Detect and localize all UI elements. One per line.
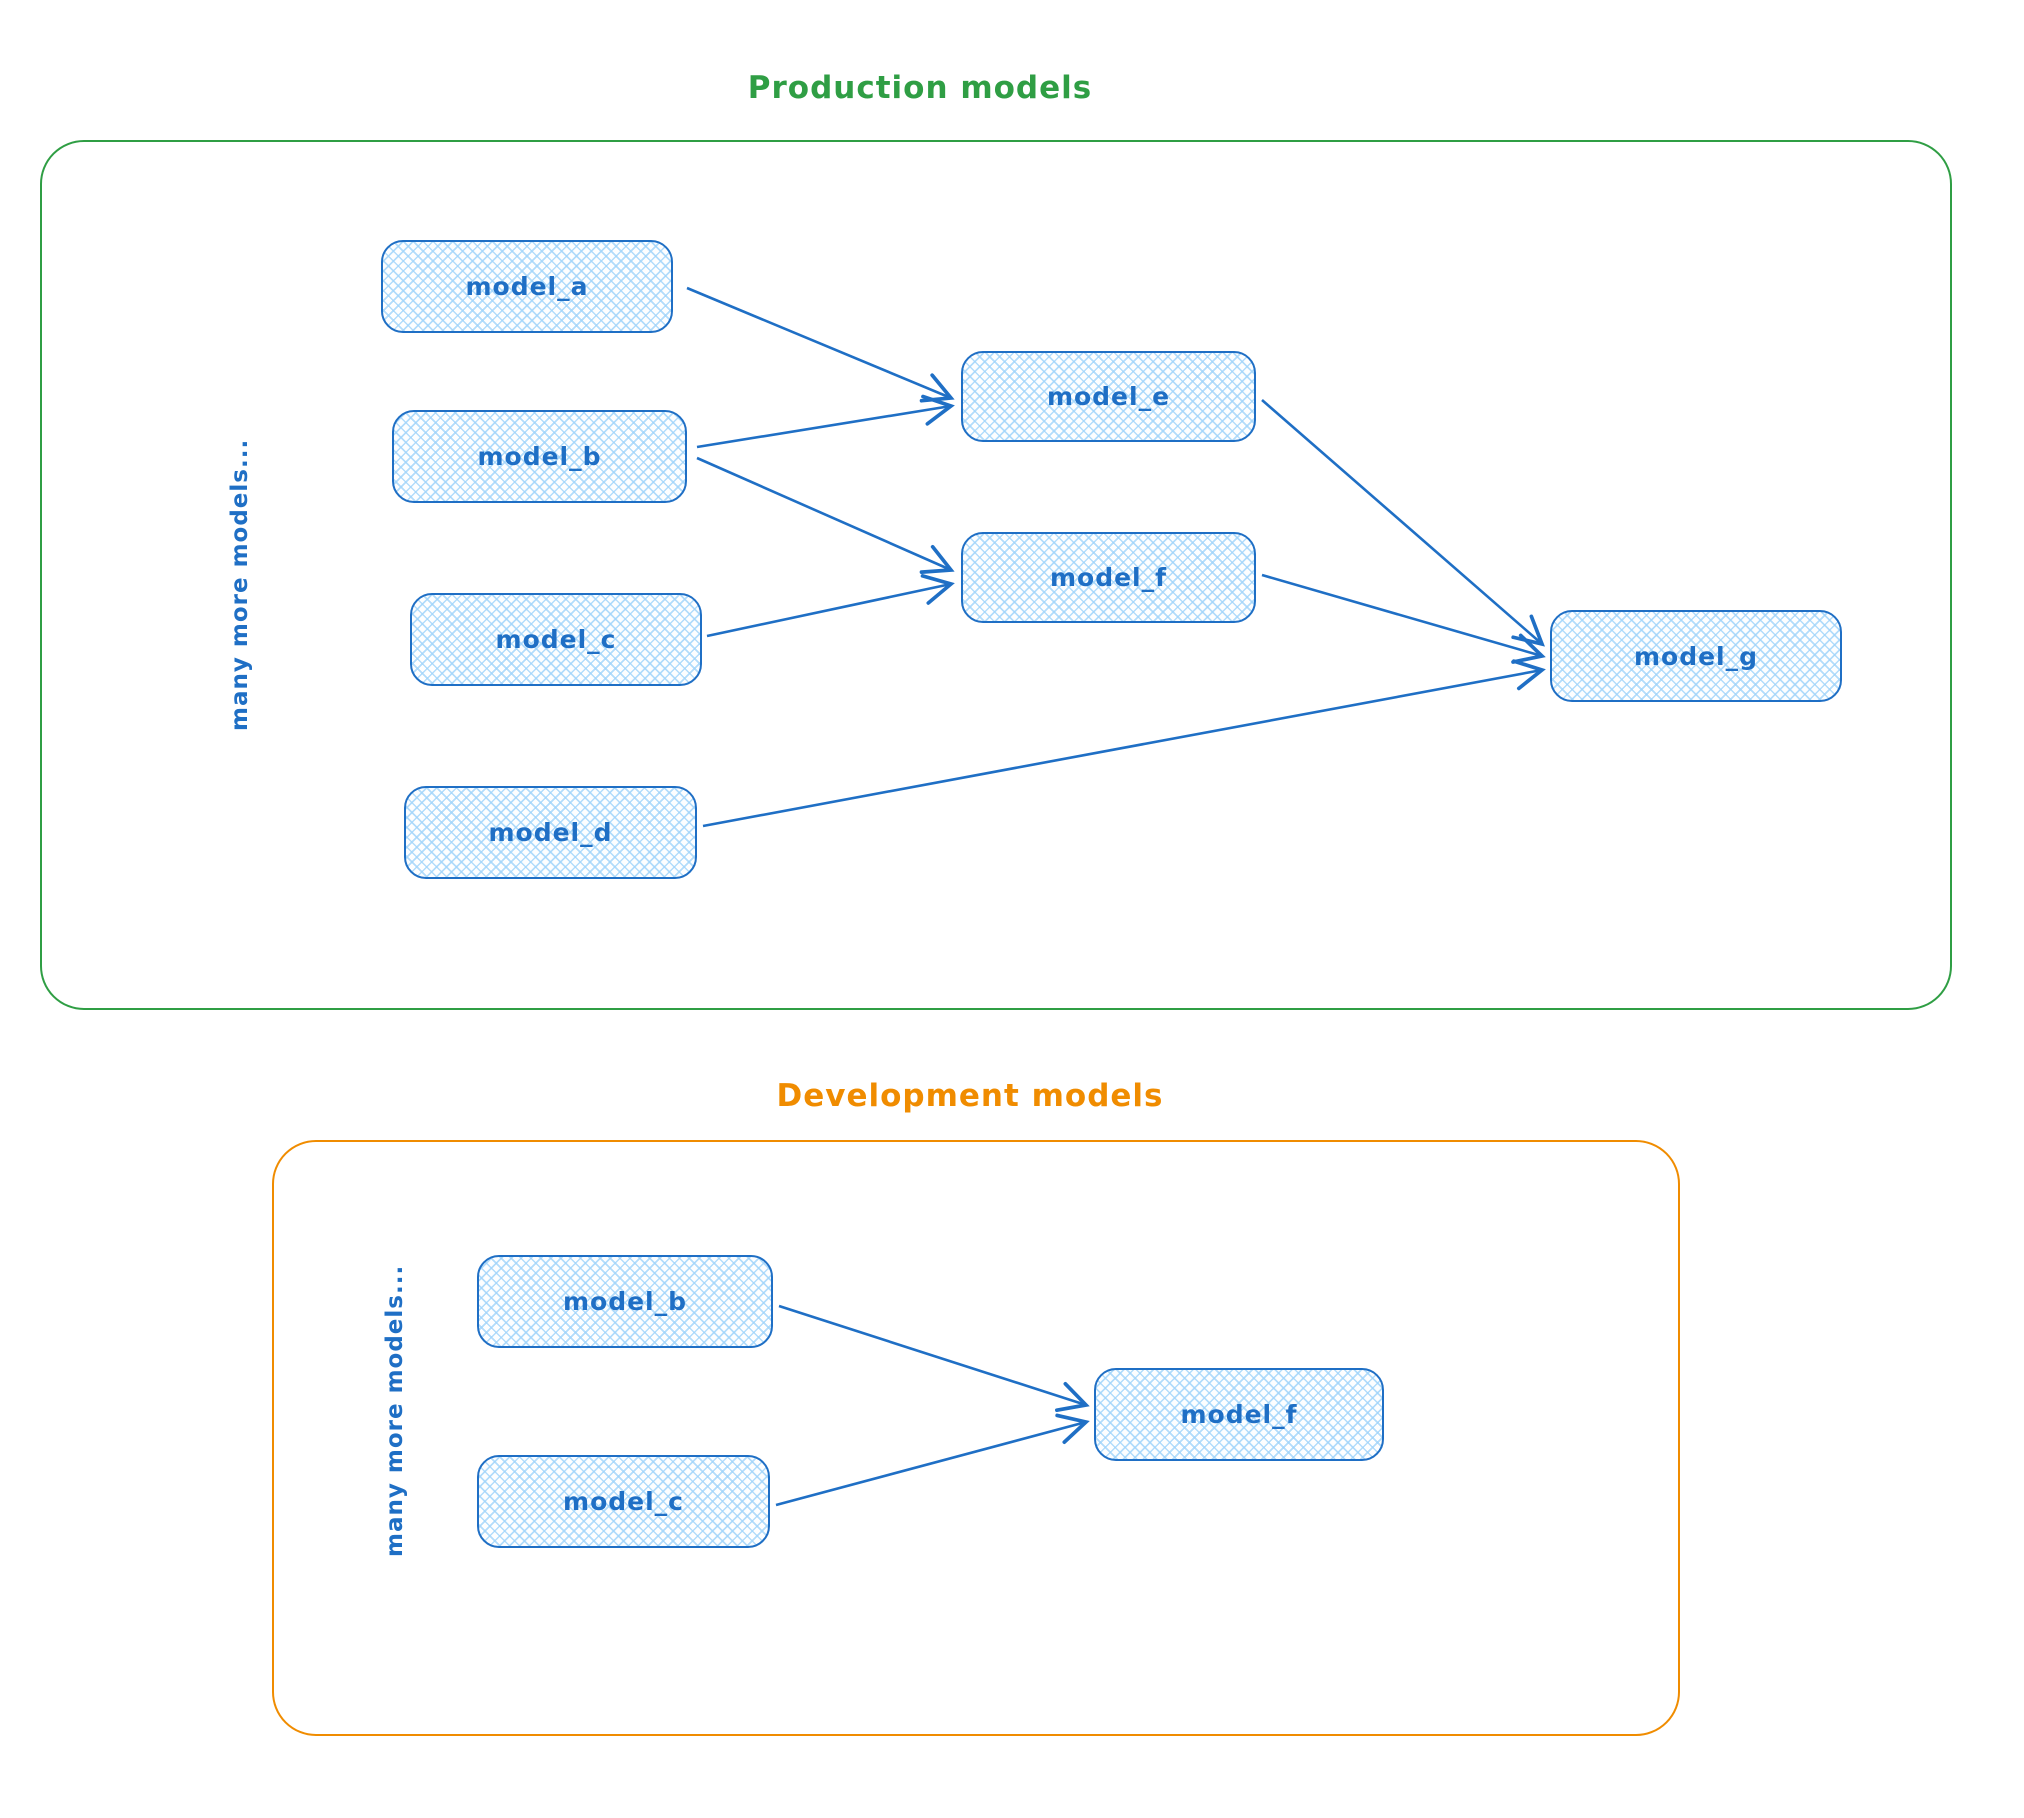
node-model-g[interactable]: model_g xyxy=(1550,610,1842,702)
node-model-c-dev[interactable]: model_c xyxy=(477,1455,770,1548)
node-model-b-dev[interactable]: model_b xyxy=(477,1255,773,1348)
node-model-d[interactable]: model_d xyxy=(404,786,697,879)
production-side-label: many more models... xyxy=(227,438,253,731)
node-model-e[interactable]: model_e xyxy=(961,351,1256,442)
development-frame[interactable] xyxy=(272,1140,1680,1736)
node-model-g-label: model_g xyxy=(1633,641,1759,671)
development-title: Development models xyxy=(776,1078,1164,1114)
node-model-f[interactable]: model_f xyxy=(961,532,1256,623)
node-model-f-dev[interactable]: model_f xyxy=(1094,1368,1384,1461)
node-model-f-label: model_f xyxy=(1049,563,1168,592)
node-model-e-label: model_e xyxy=(1046,382,1171,411)
production-frame[interactable] xyxy=(40,140,1952,1010)
node-model-c[interactable]: model_c xyxy=(410,593,702,686)
node-model-b-label: model_b xyxy=(477,442,602,471)
node-model-a-label: model_a xyxy=(465,272,589,301)
node-model-f-dev-label: model_f xyxy=(1180,1400,1298,1429)
node-model-b-dev-label: model_b xyxy=(562,1287,688,1316)
node-model-c-label: model_c xyxy=(495,625,617,654)
node-model-d-label: model_d xyxy=(488,818,613,847)
production-title: Production models xyxy=(747,70,1093,106)
node-model-b[interactable]: model_b xyxy=(392,410,687,503)
node-model-a[interactable]: model_a xyxy=(381,240,673,333)
development-side-label: many more models... xyxy=(382,1264,408,1557)
node-model-c-dev-label: model_c xyxy=(563,1487,684,1516)
